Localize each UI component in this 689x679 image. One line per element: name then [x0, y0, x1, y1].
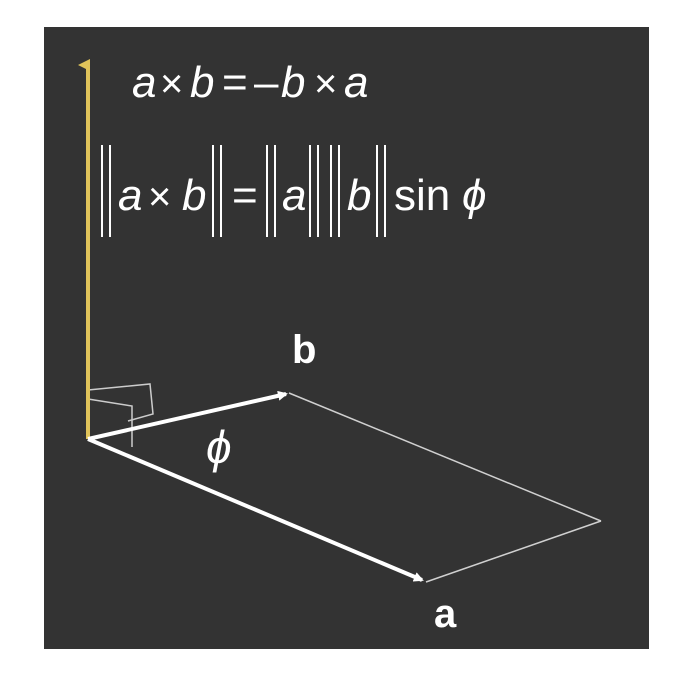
eq1-times: × — [160, 62, 183, 106]
eq2-times: × — [148, 175, 171, 219]
parallelogram-edge-top — [288, 392, 602, 522]
vector-b — [87, 390, 288, 441]
eq1-b: b — [190, 58, 214, 107]
eq2-a: a — [118, 171, 142, 220]
eq1-equals: = — [222, 58, 248, 107]
parallelogram — [288, 392, 602, 583]
eq2-equals: = — [232, 171, 258, 220]
diagram-panel: a × b = – b × a a × b = a b — [44, 27, 649, 649]
eq1-b2: b — [281, 58, 305, 107]
eq1-a2: a — [344, 58, 368, 107]
eq2-b2: b — [347, 171, 371, 220]
right-angle-marker-a — [87, 383, 154, 422]
vector-b-label: b — [292, 328, 316, 372]
eq2-sin: sin — [394, 171, 450, 220]
eq2-a2: a — [282, 171, 306, 220]
eq1-minus: – — [254, 58, 279, 107]
eq2-b: b — [182, 171, 206, 220]
eq1-times2: × — [314, 62, 337, 106]
equation-anticommutative: a × b = – b × a — [132, 58, 368, 107]
vector-a — [87, 437, 424, 582]
cross-product-diagram: a × b = – b × a a × b = a b — [78, 58, 602, 636]
equation-magnitude: a × b = a b sin ϕ — [101, 145, 486, 237]
eq1-a: a — [132, 58, 156, 107]
vector-a-label: a — [434, 592, 457, 636]
right-angle-marker-b — [87, 398, 133, 447]
eq2-phi: ϕ — [462, 171, 486, 220]
angle-phi-label: ϕ — [206, 421, 232, 473]
parallelogram-edge-right — [425, 520, 602, 583]
